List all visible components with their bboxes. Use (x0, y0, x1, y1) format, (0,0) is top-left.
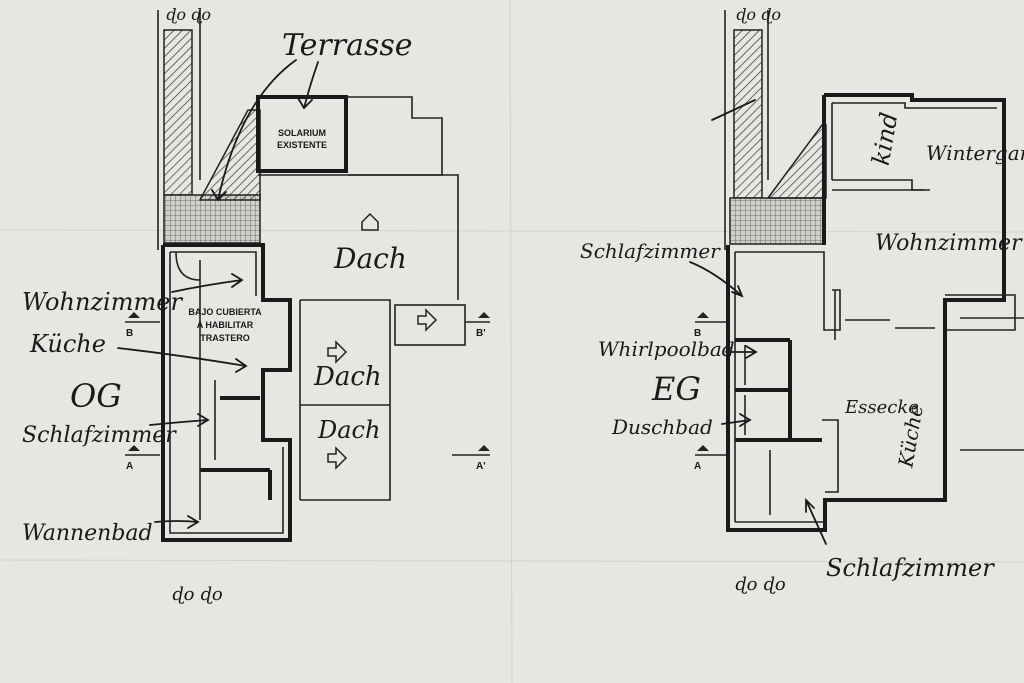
og-outline (161, 243, 292, 542)
up-arrow-icon (361, 212, 379, 231)
axis-mark-bottom: ɖo ɖo (172, 584, 223, 605)
plan-left: SOLARIUM EXISTENTE BAJO CUBIERTA A HABIL… (22, 5, 490, 605)
kind-label: kind (867, 110, 904, 167)
stair-ramp (766, 124, 827, 199)
section-b-right: B (694, 328, 701, 339)
eg-wohnzimmer-label: Wohnzimmer (875, 231, 1023, 256)
chimney (733, 29, 763, 199)
essecke-label: Essecke (844, 397, 919, 418)
duschbad-label: Duschbad (611, 415, 713, 439)
section-a-left: A (126, 461, 133, 472)
section-a-right: A (694, 461, 701, 472)
section-b-prime: B' (476, 328, 486, 339)
eg-outline (726, 93, 1006, 532)
solarium-label-1: SOLARIUM (278, 128, 326, 138)
kueche-label: Küche (29, 330, 106, 358)
plan-right: B A kind Wintergarten Wohnzimmer Schlafz… (580, 5, 1024, 595)
right-arrow-icon (327, 446, 348, 470)
schlafzimmer-label: Schlafzimmer (22, 423, 177, 448)
section-b-left: B (126, 328, 133, 339)
terrace-floor (729, 197, 826, 245)
axis-mark-bottom: ɖo ɖo (735, 574, 786, 595)
solarium-label-2: EXISTENTE (277, 140, 327, 150)
dach-top-label: Dach (333, 242, 407, 275)
right-arrow-icon (327, 340, 348, 364)
right-arrow-icon (417, 308, 438, 332)
solarium-room (256, 95, 348, 173)
terrace-floor (163, 194, 261, 244)
terrasse-label: Terrasse (282, 28, 413, 63)
whirlpoolbad-label: Whirlpoolbad (598, 337, 735, 361)
dach-mid-label: Dach (313, 362, 382, 392)
bajo-label-3: TRASTERO (200, 333, 250, 343)
eg-schlafzimmer-top-label: Schlafzimmer (580, 239, 721, 263)
section-a-prime: A' (476, 461, 486, 472)
bajo-label-2: A HABILITAR (197, 320, 254, 330)
chimney (163, 29, 193, 196)
bajo-label-1: BAJO CUBIERTA (188, 307, 262, 317)
wohnzimmer-label: Wohnzimmer (22, 288, 183, 316)
wannenbad-label: Wannenbad (22, 521, 153, 546)
axis-mark-top: ɖo ɖo (736, 5, 781, 24)
og-floor-label: OG (70, 377, 122, 415)
axis-mark-top: ɖo ɖo (166, 5, 211, 24)
eg-floor-label: EG (651, 370, 701, 408)
wintergarten-label: Wintergarten (926, 141, 1024, 165)
eg-schlafzimmer-bottom-label: Schlafzimmer (826, 554, 995, 582)
dach-low-label: Dach (317, 416, 380, 444)
